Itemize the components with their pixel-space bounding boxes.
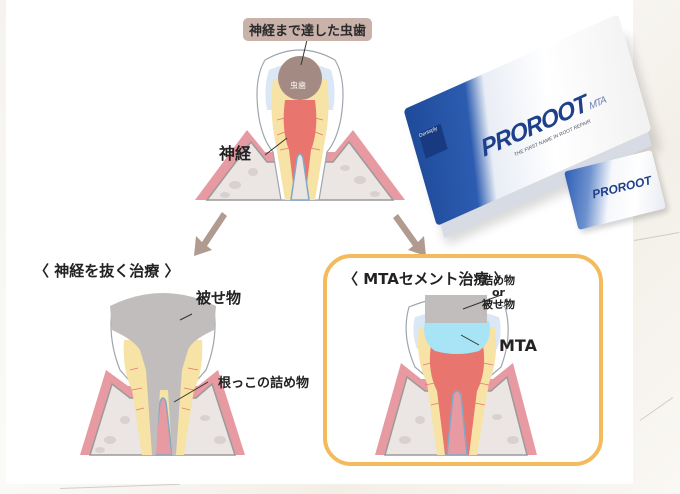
mta-layer bbox=[424, 321, 490, 354]
nerve-label: 神経 bbox=[219, 144, 252, 163]
mta-treatment-title: 〈 MTAセメント治療 〉 bbox=[343, 270, 509, 288]
filling-label-line2: or bbox=[492, 286, 505, 299]
tooth-diagram-caries bbox=[195, 39, 405, 201]
filling-label-line1: 詰め物 bbox=[482, 274, 515, 287]
sachet-logo: PROROOT bbox=[590, 173, 654, 202]
mta-treatment-panel bbox=[323, 254, 603, 466]
marble-vein bbox=[639, 397, 674, 421]
caries-label: 神経まで達した虫歯 bbox=[243, 18, 373, 41]
pulp bbox=[283, 100, 317, 200]
caries-lesion bbox=[278, 56, 322, 100]
tooth-diagram-mta bbox=[375, 294, 537, 456]
filling bbox=[425, 295, 487, 323]
crown-label: 被せ物 bbox=[196, 289, 242, 307]
tooth-diagram-root-canal bbox=[80, 293, 245, 456]
marble-vein bbox=[633, 232, 680, 241]
filling-or-crown-label: 詰め物 or 被せ物 bbox=[482, 275, 515, 311]
mta-label: MTA bbox=[499, 336, 537, 355]
dentsply-logo: Dentsply bbox=[418, 123, 448, 159]
root-filling-label: 根っこの詰め物 bbox=[218, 376, 310, 391]
caries-inner-label: 虫歯 bbox=[290, 81, 306, 90]
crown-and-root-filling bbox=[110, 293, 216, 455]
root-canal-treatment-title: 〈 神経を抜く治療 〉 bbox=[34, 262, 180, 280]
arrow-down-right-icon bbox=[393, 214, 426, 256]
filling-label-line3: 被せ物 bbox=[482, 298, 515, 311]
marble-vein bbox=[59, 483, 180, 489]
arrow-down-left-icon bbox=[194, 212, 227, 256]
